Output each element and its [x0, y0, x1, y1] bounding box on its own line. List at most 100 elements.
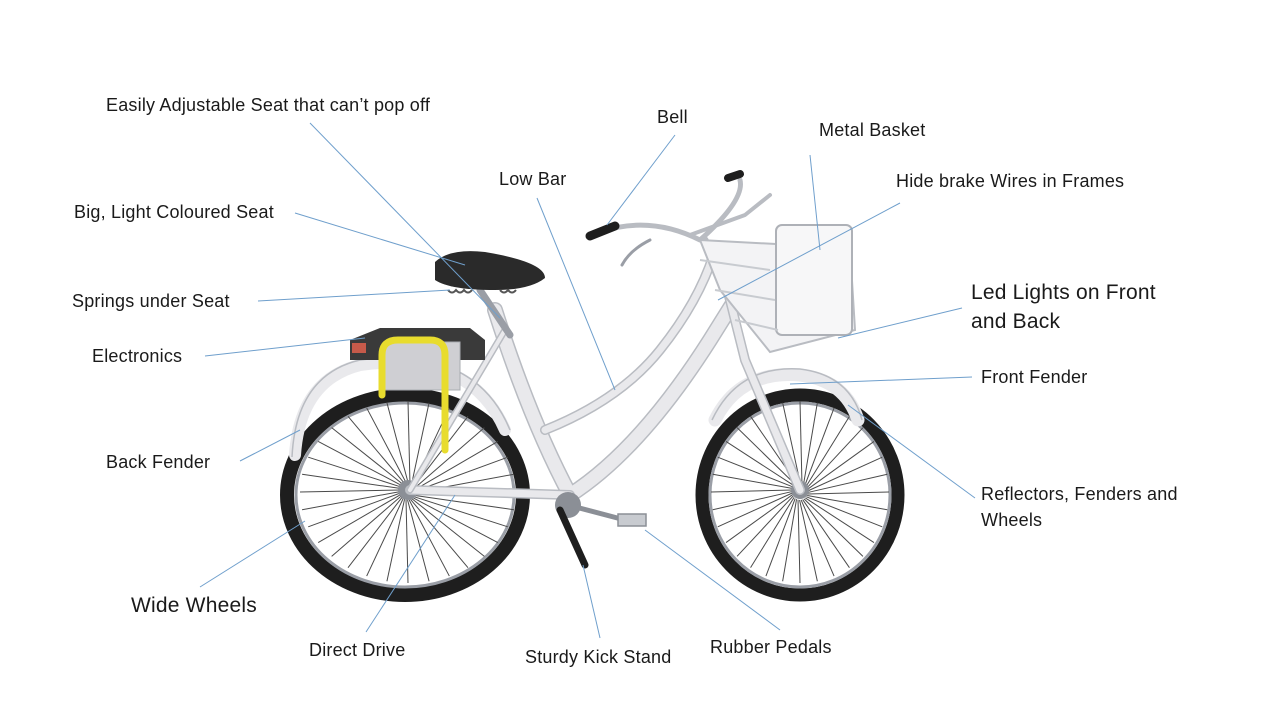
spoke	[802, 402, 818, 485]
spoke	[415, 456, 508, 492]
leader-brake-wires	[717, 202, 901, 301]
spoke	[331, 427, 405, 486]
spoke	[800, 499, 835, 577]
spoke	[414, 496, 508, 528]
front-wheel	[695, 388, 905, 602]
spoke	[717, 492, 793, 528]
leader-back-fender	[239, 429, 301, 462]
leader-direct-drive	[365, 494, 456, 633]
spoke	[411, 498, 485, 557]
spoke	[302, 473, 401, 490]
leader-basket	[809, 154, 821, 251]
left-grip	[585, 221, 620, 241]
spoke	[414, 427, 485, 489]
spoke	[331, 495, 402, 557]
spoke	[807, 494, 888, 511]
spoke	[805, 497, 875, 543]
label-brake-wires: Hide brake Wires in Frames	[896, 171, 1125, 191]
spoke	[407, 400, 411, 485]
leader-rubber-pedals	[644, 529, 781, 631]
spoke	[410, 402, 430, 485]
spoke	[410, 499, 469, 568]
yellow-lock	[378, 336, 449, 454]
leader-big-seat	[294, 212, 466, 266]
leader-bell	[606, 134, 676, 226]
leader-kick-stand	[582, 564, 601, 639]
spoke	[413, 497, 499, 543]
spoke	[736, 427, 797, 486]
saddle	[435, 251, 545, 290]
spoke	[725, 494, 793, 543]
front-fender	[708, 368, 865, 427]
label-wide-wheels: Wide Wheels	[131, 594, 257, 617]
label-bell: Bell	[657, 107, 688, 127]
leader-front-fender	[789, 376, 973, 385]
spoke	[765, 498, 796, 577]
spoke	[347, 497, 403, 568]
spoke	[802, 499, 850, 568]
spoke	[782, 402, 801, 485]
spoke	[807, 441, 875, 490]
spoke	[750, 497, 795, 568]
spoke	[807, 491, 890, 495]
spoke	[366, 498, 404, 577]
spoke	[386, 402, 409, 485]
label-rubber-pedals: Rubber Pedals	[710, 637, 832, 657]
leader-wide-wheels	[199, 520, 306, 588]
spoke	[807, 473, 888, 493]
spoke	[782, 499, 798, 582]
spoke	[405, 499, 409, 584]
spoke	[797, 499, 801, 584]
spoke	[804, 407, 835, 486]
crank-arm	[567, 502, 626, 523]
label-led-lights: Led Lights on Front and Back	[971, 281, 1156, 333]
spoke	[347, 416, 406, 485]
label-low-bar: Low Bar	[499, 169, 567, 189]
seat-springs	[447, 288, 517, 294]
pedal	[617, 513, 647, 527]
kick-stand	[556, 506, 589, 569]
label-electronics: Electronics	[92, 346, 183, 366]
leader-low-bar	[536, 197, 616, 391]
spoke	[301, 491, 401, 511]
spoke	[308, 456, 402, 488]
spoke	[717, 456, 794, 488]
spoke	[712, 491, 793, 511]
spoke	[712, 473, 793, 490]
leader-springs	[257, 289, 451, 302]
spoke	[807, 456, 883, 492]
spoke	[799, 499, 818, 582]
spoke	[386, 499, 406, 582]
label-back-fender: Back Fender	[106, 452, 211, 472]
label-big-seat: Big, Light Coloured Seat	[74, 202, 274, 222]
spoke	[799, 400, 803, 485]
spoke	[366, 407, 408, 485]
spoke	[308, 492, 401, 528]
leader-led-lights	[837, 307, 963, 339]
front-fender-edge	[711, 368, 863, 421]
right-grip	[724, 170, 744, 182]
label-seat-adjust: Easily Adjustable Seat that can’t pop of…	[106, 95, 431, 115]
metal-basket	[698, 224, 857, 354]
spoke	[299, 489, 401, 493]
spoke	[317, 441, 403, 487]
leader-electronics	[204, 337, 366, 357]
spoke	[806, 496, 883, 528]
leader-seat-adjust	[309, 122, 501, 319]
spoke	[805, 416, 850, 487]
spoke	[317, 494, 401, 543]
label-front-fender: Front Fender	[981, 367, 1088, 387]
leader-lines	[199, 122, 976, 639]
spoke	[736, 495, 794, 557]
spoke	[710, 489, 793, 493]
spoke	[415, 494, 514, 511]
spoke	[407, 499, 430, 582]
spoke	[806, 427, 864, 489]
spoke	[803, 498, 864, 557]
spoke	[415, 441, 499, 490]
label-metal-basket: Metal Basket	[819, 120, 926, 140]
spoke	[408, 499, 450, 577]
back-fender	[289, 356, 511, 461]
spoke	[725, 441, 795, 487]
